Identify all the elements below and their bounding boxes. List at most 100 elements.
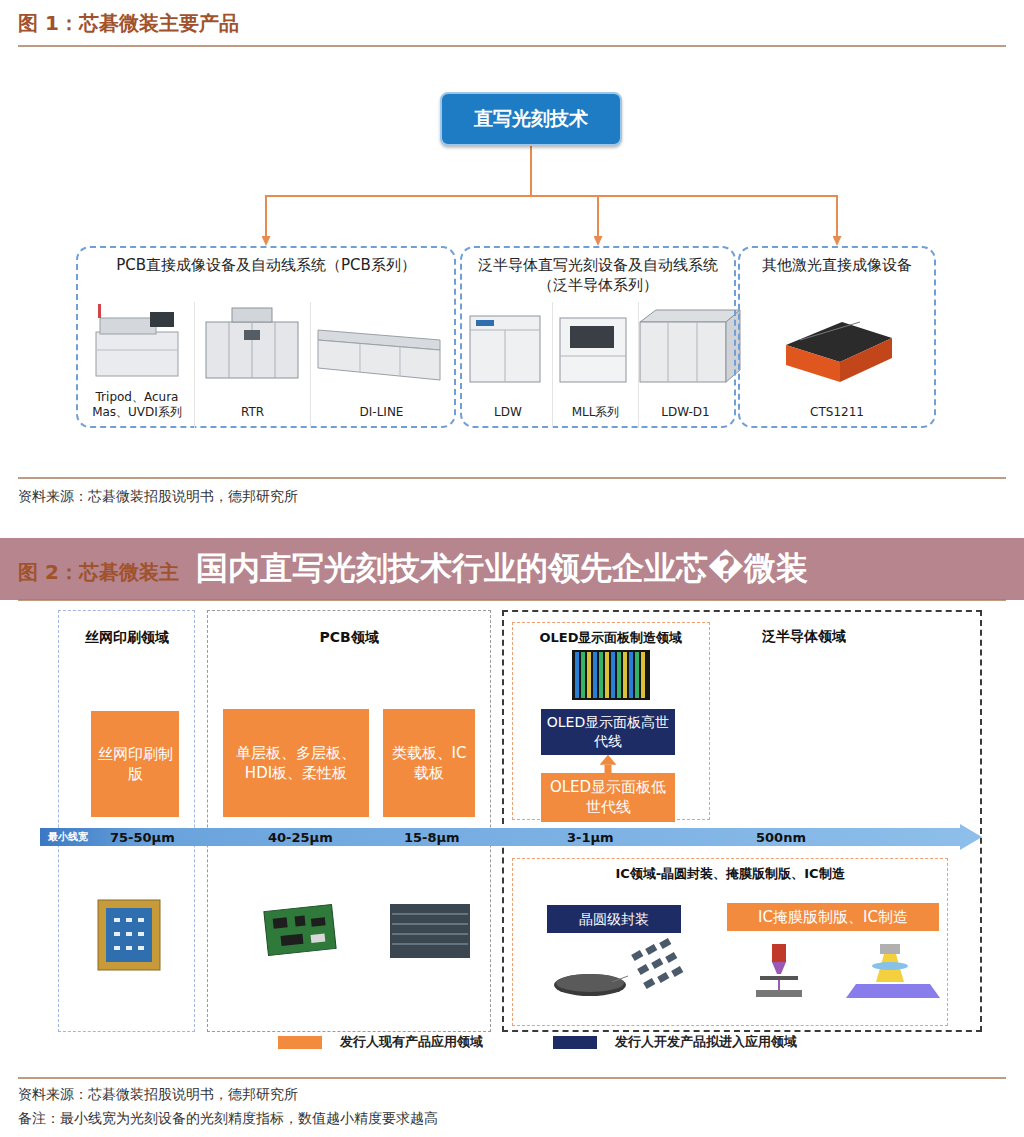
field-box: IC掩膜版制版、IC制造 — [727, 903, 939, 931]
pcb-picture — [311, 933, 326, 942]
litho-picture — [756, 944, 802, 997]
node-text: MLL系列 — [572, 405, 620, 420]
screen-frame-picture — [98, 900, 160, 970]
machine-picture — [640, 322, 726, 382]
product-cell: RTR — [194, 302, 310, 428]
machine-picture — [206, 322, 298, 378]
planned-field-box: OLED显示面板高世代线 — [541, 709, 675, 755]
node-text: 国内直写光刻技术行业的领先企业芯�微装 — [196, 547, 808, 591]
machine-picture — [232, 308, 272, 322]
node-text: 其他激光直接成像设备 — [740, 256, 934, 276]
rule-line — [18, 477, 1006, 479]
field-region: 丝网印刷领域丝网印刷制版 — [58, 610, 195, 1032]
screen-frame-picture — [114, 946, 120, 950]
node-text: 丝网印刷制版 — [95, 744, 175, 785]
node-text: 直写光刻技术 — [474, 106, 588, 132]
subfield-region: OLED显示面板制造领域OLED显示面板高世代线OLED显示面板低世代线 — [512, 622, 710, 820]
machine-picture — [100, 318, 156, 334]
machine-picture — [640, 310, 740, 382]
screen-frame-picture — [114, 918, 120, 922]
oled-picture — [629, 652, 633, 698]
wafer-picture — [651, 958, 663, 969]
linewidth-value: 3-1μm — [567, 830, 756, 845]
pcb-picture — [295, 915, 306, 926]
machine-picture — [505, 330, 506, 382]
product-cell: MLL系列 — [552, 302, 638, 428]
machine-picture — [786, 322, 892, 382]
product-cell: DI-LINE — [310, 302, 452, 428]
node-text: 单层板、多层板、HDI板、柔性板 — [227, 743, 365, 784]
product-group: PCB直接成像设备及自动线系统（PCB系列）Tripod、Acura Mas、U… — [76, 246, 456, 428]
oled-picture — [611, 652, 615, 698]
machine-picture — [275, 322, 276, 378]
screen-frame-picture — [106, 908, 152, 962]
label-holder: 图 1：芯碁微装主要产品 — [18, 10, 239, 37]
node-text: OLED显示面板高世代线 — [545, 713, 671, 751]
oled-picture — [641, 652, 645, 698]
screen-frame-picture — [98, 900, 160, 970]
machine-picture — [476, 320, 494, 326]
machine-picture — [560, 318, 626, 382]
litho-picture — [872, 962, 908, 970]
screen-frame-picture — [126, 932, 132, 936]
wafer-picture — [657, 972, 669, 983]
screen-frame-picture — [138, 946, 144, 950]
litho-picture — [880, 944, 900, 954]
node-text: 泛半导体领域 — [762, 628, 846, 646]
pcb-picture — [273, 917, 288, 928]
node-text: LDW — [494, 405, 522, 420]
legend-swatch — [278, 1036, 322, 1049]
substrate-picture — [390, 904, 470, 958]
connector-arrow — [531, 146, 598, 236]
oled-picture — [635, 652, 639, 698]
axis-arrow-shape — [40, 824, 982, 850]
oled-picture — [575, 652, 579, 698]
node-text: RTR — [241, 405, 264, 420]
litho-picture — [772, 962, 786, 974]
machine-picture — [560, 318, 626, 382]
screen-frame-picture — [114, 932, 120, 936]
oled-picture — [572, 650, 650, 700]
machine-picture — [318, 330, 440, 380]
machine-picture — [697, 322, 698, 382]
label-holder: 备注：最小线宽为光刻设备的光刻精度指标，数值越小精度要求越高 — [18, 1108, 438, 1128]
oled-picture — [623, 652, 627, 698]
machine-picture — [98, 304, 101, 318]
machine-picture — [96, 332, 178, 376]
litho-picture — [846, 944, 940, 998]
node-text: CTS1211 — [810, 405, 864, 420]
litho-picture — [846, 984, 940, 998]
linewidth-axis: 最小线宽75-50μm40-25μm15-8μm3-1μm500nm — [40, 824, 982, 850]
machine-picture — [96, 304, 178, 376]
figure-heading: 图 1：芯碁微装主要产品 — [18, 11, 239, 35]
node-text: IC领域-晶圆封装、掩膜版制版、IC制造 — [513, 865, 947, 883]
machine-picture — [206, 308, 298, 378]
rule-line — [18, 1077, 1006, 1079]
wafer-picture — [643, 978, 655, 989]
oled-picture — [605, 652, 609, 698]
litho-picture — [772, 944, 786, 962]
figure-heading: 图 2：芯碁微装主 — [18, 560, 179, 584]
legend: 发行人现有产品应用领域发行人开发产品拟进入应用领域 — [278, 1033, 867, 1051]
node-text: PCB领域 — [208, 629, 490, 647]
node-text: OLED显示面板低世代线 — [545, 777, 671, 818]
node-text: 泛半导体直写光刻设备及自动线系统 （泛半导体系列） — [462, 256, 734, 295]
machine-picture — [470, 316, 540, 382]
machine-picture — [470, 330, 540, 331]
field-box: 单层板、多层板、HDI板、柔性板 — [223, 709, 369, 817]
product-group: 其他激光直接成像设备 CTS1211 — [738, 246, 936, 428]
machine-picture — [786, 345, 840, 382]
machine-picture — [560, 356, 626, 357]
pcb-picture — [281, 934, 304, 946]
machine-picture — [470, 316, 540, 382]
source-note: 备注：最小线宽为光刻设备的光刻精度指标，数值越小精度要求越高 — [18, 1110, 438, 1126]
pcb-picture — [264, 905, 336, 956]
planned-field-box: 晶圆级封装 — [547, 905, 681, 933]
wafer-picture — [645, 944, 657, 955]
linewidth-value: 75-50μm — [110, 830, 268, 845]
field-box: 丝网印刷制版 — [91, 711, 179, 817]
screen-frame-picture — [126, 946, 132, 950]
connector-arrow — [531, 146, 837, 236]
product-cell: Tripod、Acura Mas、UVDI系列 — [80, 302, 194, 428]
oled-picture — [587, 652, 591, 698]
